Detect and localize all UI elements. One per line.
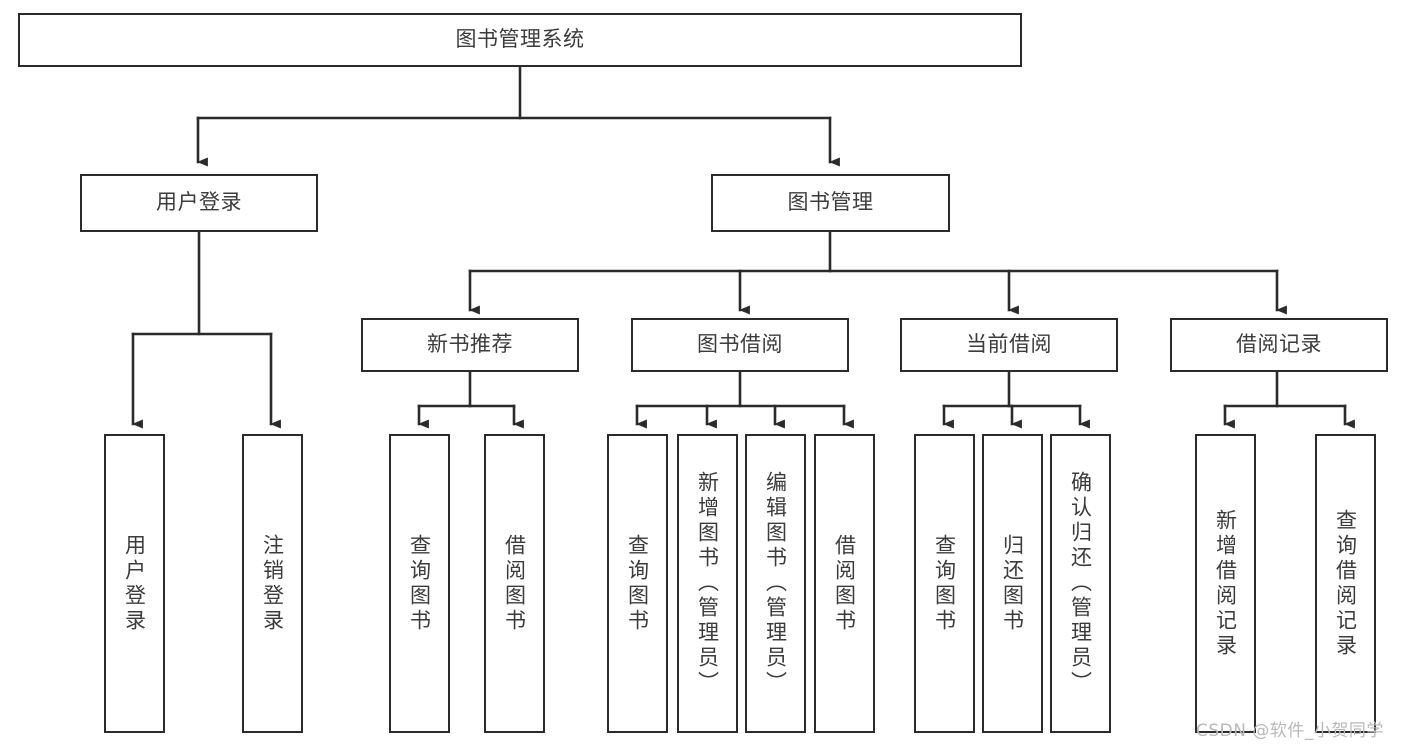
- node-user-login-label: 用户登录: [156, 190, 242, 215]
- leaf-query-book-1[interactable]: 查询图书: [389, 434, 450, 733]
- leaf-borrow-book-1-label: 借阅图书: [502, 533, 527, 634]
- leaf-add-book-label: 新增图书（管理员）: [695, 471, 720, 696]
- leaf-add-record[interactable]: 新增借阅记录: [1195, 434, 1256, 733]
- node-book-management-label: 图书管理: [787, 190, 874, 215]
- node-root[interactable]: 图书管理系统: [18, 13, 1022, 67]
- node-current-borrow-label: 当前借阅: [966, 332, 1052, 357]
- leaf-query-book-2-label: 查询图书: [625, 533, 650, 634]
- node-book-borrow[interactable]: 图书借阅: [631, 318, 849, 372]
- leaf-query-book-3[interactable]: 查询图书: [914, 434, 975, 733]
- node-borrow-record[interactable]: 借阅记录: [1170, 318, 1388, 372]
- node-borrow-record-label: 借阅记录: [1236, 332, 1322, 357]
- node-current-borrow[interactable]: 当前借阅: [900, 318, 1118, 372]
- leaf-user-login[interactable]: 用户登录: [104, 434, 165, 733]
- node-new-book-recommend-label: 新书推荐: [427, 332, 513, 357]
- node-root-label: 图书管理系统: [455, 27, 585, 52]
- leaf-query-book-3-label: 查询图书: [932, 533, 957, 634]
- leaf-add-record-label: 新增借阅记录: [1213, 508, 1238, 659]
- leaf-edit-book-label: 编辑图书（管理员）: [763, 471, 788, 696]
- leaf-borrow-book-2-label: 借阅图书: [832, 533, 857, 634]
- leaf-confirm-return-label: 确认归还（管理员）: [1068, 471, 1093, 696]
- node-user-login[interactable]: 用户登录: [80, 174, 318, 232]
- csdn-watermark: CSDN @软件_小贺同学: [1196, 721, 1384, 741]
- leaf-logout[interactable]: 注销登录: [242, 434, 303, 733]
- leaf-return-book[interactable]: 归还图书: [982, 434, 1043, 733]
- leaf-return-book-label: 归还图书: [1000, 533, 1025, 634]
- leaf-borrow-book-1[interactable]: 借阅图书: [484, 434, 545, 733]
- leaf-confirm-return[interactable]: 确认归还（管理员）: [1050, 434, 1111, 733]
- leaf-query-record-label: 查询借阅记录: [1333, 508, 1358, 659]
- node-book-borrow-label: 图书借阅: [697, 332, 783, 357]
- leaf-query-book-1-label: 查询图书: [407, 533, 432, 634]
- leaf-query-record[interactable]: 查询借阅记录: [1315, 434, 1376, 733]
- node-book-management[interactable]: 图书管理: [711, 174, 950, 232]
- leaf-user-login-label: 用户登录: [122, 533, 147, 634]
- leaf-query-book-2[interactable]: 查询图书: [607, 434, 668, 733]
- node-new-book-recommend[interactable]: 新书推荐: [361, 318, 579, 372]
- leaf-borrow-book-2[interactable]: 借阅图书: [814, 434, 875, 733]
- leaf-add-book[interactable]: 新增图书（管理员）: [677, 434, 738, 733]
- leaf-edit-book[interactable]: 编辑图书（管理员）: [745, 434, 806, 733]
- leaf-logout-label: 注销登录: [260, 533, 285, 634]
